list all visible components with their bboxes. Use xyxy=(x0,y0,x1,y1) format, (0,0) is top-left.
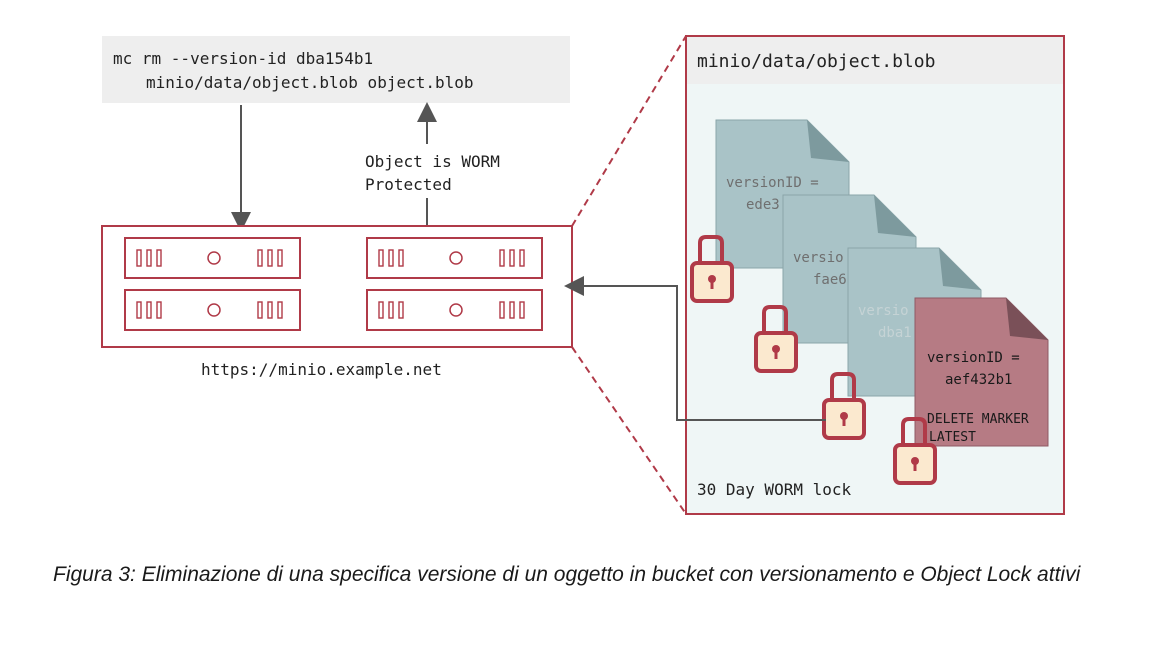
figure-caption: Figura 3: Eliminazione di una specifica … xyxy=(53,563,1081,586)
zoom-line-bottom xyxy=(571,346,687,515)
command-box: mc rm --version-id dba154b1 minio/data/o… xyxy=(102,36,570,103)
padlock-icon xyxy=(754,305,798,373)
padlock-icon xyxy=(893,417,937,485)
server-unit xyxy=(124,237,301,279)
response-line-1: Object is WORM xyxy=(365,152,500,171)
version-id-value: fae6 xyxy=(813,272,847,288)
lock-to-server-arrow xyxy=(564,276,826,421)
version-id-value: aef432b1 xyxy=(945,372,1012,388)
command-line-2: minio/data/object.blob object.blob xyxy=(146,73,474,92)
command-line-1: mc rm --version-id dba154b1 xyxy=(113,49,373,68)
padlock-icon xyxy=(690,235,734,303)
version-id-label: versionID = xyxy=(726,175,819,191)
version-id-value: ede3 xyxy=(746,197,780,213)
server-unit xyxy=(124,289,301,331)
version-id-label: versionID = xyxy=(927,350,1020,366)
server-unit xyxy=(366,289,543,331)
version-id-value: dba1 xyxy=(878,325,912,341)
version-id-label: versio xyxy=(793,250,844,266)
latest-label: LATEST xyxy=(929,430,976,445)
server-unit xyxy=(366,237,543,279)
zoom-line-top xyxy=(571,35,687,227)
version-id-label: versio xyxy=(858,303,909,319)
delete-marker-label: DELETE MARKER xyxy=(927,412,1029,427)
server-url: https://minio.example.net xyxy=(201,360,442,379)
server-rack-icon xyxy=(101,225,573,348)
bucket-path: minio/data/object.blob xyxy=(697,51,935,72)
response-line-2: Protected xyxy=(365,175,452,194)
worm-lock-label: 30 Day WORM lock xyxy=(697,480,851,499)
